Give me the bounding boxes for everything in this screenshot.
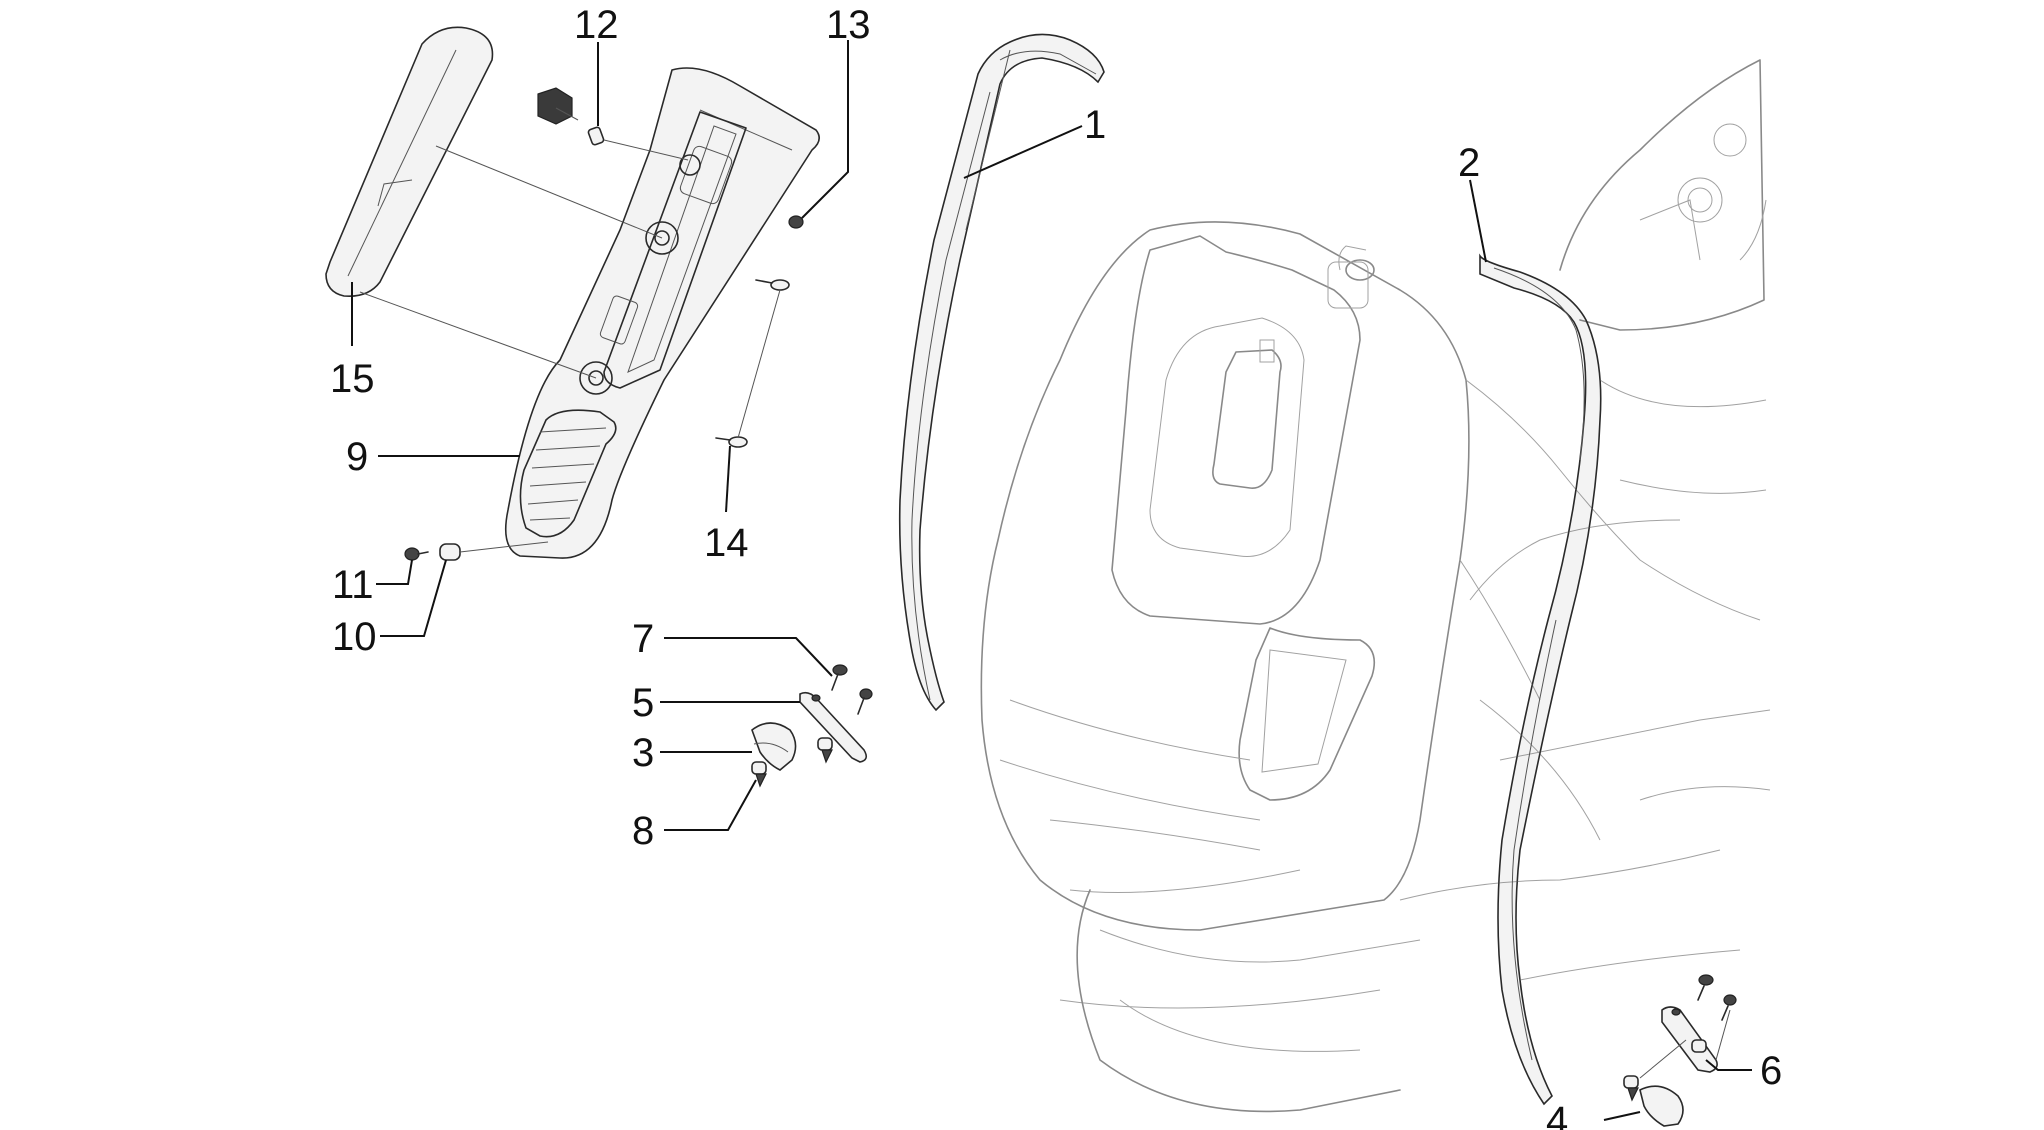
- connector-lines-4-6: [1639, 1009, 1731, 1079]
- callout-4: 4: [1546, 1099, 1568, 1130]
- callout-9: 9: [346, 435, 368, 479]
- part-3-cover: [751, 722, 797, 771]
- front-shield-body: [980, 59, 1771, 1113]
- callout-labels: 1 2 3 4 5 6 7 8 9 10 11 12 13 14 15: [330, 3, 1782, 1130]
- part-8-clips: [751, 737, 833, 788]
- connector-line-12: [597, 42, 689, 161]
- connector-lines-15: [359, 145, 663, 379]
- part-7-screws: [831, 664, 873, 715]
- part-15-trim-cover: [325, 26, 494, 298]
- callout-13: 13: [826, 3, 871, 47]
- part-10-11-fasteners: [404, 541, 549, 561]
- part-4-cover: [1623, 1039, 1707, 1127]
- part-1-edge-strip: [898, 33, 1105, 712]
- callout-11: 11: [332, 563, 374, 607]
- callout-7: 7: [632, 617, 654, 661]
- callout-6: 6: [1760, 1049, 1782, 1093]
- part-6-screws: [1697, 974, 1737, 1021]
- part-14-screws: [715, 279, 790, 513]
- leader-lines: [351, 125, 1752, 1121]
- part-13-screw: [788, 40, 849, 229]
- callout-5: 5: [632, 681, 654, 725]
- callout-12: 12: [574, 3, 619, 47]
- callout-15: 15: [330, 357, 375, 401]
- part-2-edge-strip: [1479, 253, 1602, 1106]
- callout-14: 14: [704, 521, 749, 565]
- callout-3: 3: [632, 731, 654, 775]
- callout-10: 10: [332, 615, 377, 659]
- callout-2: 2: [1458, 141, 1480, 185]
- part-12-hex-cap: [537, 87, 605, 146]
- callout-1: 1: [1084, 103, 1106, 147]
- part-9-horn-cover: [504, 67, 820, 559]
- part-5-plate: [799, 691, 868, 763]
- callout-8: 8: [632, 809, 654, 853]
- part-6-plate: [1661, 1006, 1718, 1073]
